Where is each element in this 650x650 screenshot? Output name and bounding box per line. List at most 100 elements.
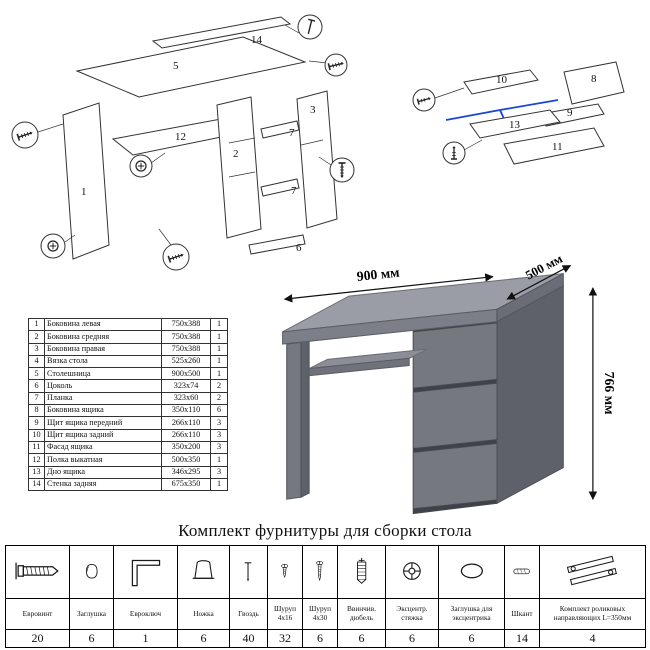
hardware-kit-title: Комплект фурнитуры для сборки стола: [178, 521, 472, 540]
cam-cap-icon: [438, 545, 505, 599]
drawer-front-2: [412, 382, 498, 449]
parts-cell-qty: 3: [210, 428, 228, 442]
parts-cell-qty: 3: [210, 416, 228, 430]
hw-item-name: Заглушка для эксцентрика: [438, 598, 505, 630]
hw-item-qty: 14: [504, 629, 540, 648]
drawer-unit-side: [496, 285, 564, 505]
parts-cell-qty: 1: [210, 330, 228, 344]
part-back-panel: [151, 16, 292, 49]
parts-cell-name: Дно ящика: [44, 465, 162, 479]
hw-item-qty: 6: [438, 629, 505, 648]
part-right-side: [296, 90, 338, 229]
part-plinth: [248, 234, 306, 255]
part-label-12: 12: [175, 131, 186, 143]
hw-item-name: Эксцентр. стяжка: [385, 598, 439, 630]
parts-cell-qty: 3: [210, 440, 228, 455]
hw-item-name: Ножка: [177, 598, 230, 630]
hw-item-name: Евровинт: [5, 598, 70, 630]
cam-callout-icon: [129, 154, 153, 178]
exploded-drawer-part-labels: 10 8 9 13 11: [496, 73, 597, 153]
euro-screw-icon: [5, 545, 70, 599]
parts-cell-size: 750x388: [161, 330, 211, 344]
hw-item-name: Комплект роликовых направляющих L=350мм: [539, 598, 646, 630]
hw-item-qty: 20: [5, 629, 70, 648]
parts-cell-qty: 2: [210, 379, 228, 393]
screw-callout-icon: [442, 141, 466, 165]
hw-item-qty: 6: [302, 629, 338, 648]
part-label-10: 10: [496, 74, 508, 86]
exploded-desk-panels: [62, 16, 338, 260]
desk-left-panel-side: [300, 337, 310, 498]
part-label-7b: 7: [291, 185, 297, 197]
parts-cell-size: 323x60: [161, 391, 211, 406]
parts-cell-num: 11: [28, 440, 45, 455]
parts-cell-name: Стенка задняя: [44, 477, 162, 492]
parts-cell-num: 10: [28, 428, 45, 442]
cap-icon: [69, 545, 114, 599]
hw-item-name: Ввинчив. дюбель: [337, 598, 386, 630]
dowel-icon: [504, 545, 540, 599]
drawer-front-1: [412, 322, 498, 389]
parts-cell-size: 350x200: [161, 440, 211, 455]
depth-dimension-line: [506, 264, 572, 300]
parts-cell-num: 7: [28, 391, 45, 406]
parts-cell-size: 900x500: [161, 367, 211, 381]
desk-render: 900 мм 500 мм 766 мм: [282, 251, 617, 515]
parts-cell-num: 8: [28, 404, 45, 418]
screw-callout-icon: [11, 121, 39, 149]
parts-cell-num: 13: [28, 465, 45, 479]
parts-cell-qty: 2: [210, 391, 228, 406]
width-dimension-line: [283, 273, 494, 303]
parts-cell-name: Планка: [44, 391, 162, 406]
parts-cell-name: Щит ящика передний: [44, 416, 162, 430]
parts-cell-num: 5: [28, 367, 45, 381]
hw-item-name: Гвоздь: [229, 598, 268, 630]
part-drawer-back: [463, 69, 539, 95]
parts-cell-qty: 6: [210, 404, 228, 418]
parts-cell-size: 346x295: [161, 465, 211, 479]
screw-callout-icon: [324, 53, 348, 77]
screw-callout-icon: [162, 243, 190, 271]
parts-cell-size: 266x110: [161, 416, 211, 430]
hw-item-qty: 40: [229, 629, 268, 648]
parts-cell-name: Щит ящика задний: [44, 428, 162, 442]
parts-cell-qty: 1: [210, 453, 228, 467]
hw-item-qty: 6: [69, 629, 114, 648]
hw-item-name: Заглушка: [69, 598, 114, 630]
nail-icon: [229, 545, 268, 599]
part-label-2: 2: [233, 148, 239, 160]
hw-item-name: Шуруп 4x30: [302, 598, 338, 630]
parts-cell-qty: 1: [210, 342, 228, 356]
drawer-fastener-callouts: [412, 88, 466, 165]
parts-cell-size: 266x110: [161, 428, 211, 442]
parts-cell-size: 750x388: [161, 342, 211, 356]
hw-item-name: Шуруп 4x16: [267, 598, 303, 630]
hw-item-qty: 4: [539, 629, 646, 648]
part-desktop: [75, 36, 307, 98]
part-drawer-facade: [503, 127, 605, 165]
part-left-side: [62, 102, 110, 260]
exploded-desk-part-labels: 14 5 1 12 2 3 7 7 6: [81, 34, 316, 254]
drawer-leader-lines: [434, 87, 483, 151]
parts-cell-size: 500x350: [161, 453, 211, 467]
width-dimension-label: 900 мм: [356, 265, 400, 284]
hex-key-icon: [113, 545, 178, 599]
parts-cell-name: Фасад ящика: [44, 440, 162, 455]
foot-icon: [177, 545, 230, 599]
callout-leader-lines: [37, 24, 332, 246]
parts-cell-size: 350x110: [161, 404, 211, 418]
exploded-drawer-panels: [463, 61, 625, 165]
parts-cell-num: 14: [28, 477, 45, 492]
parts-cell-size: 675x350: [161, 477, 211, 492]
